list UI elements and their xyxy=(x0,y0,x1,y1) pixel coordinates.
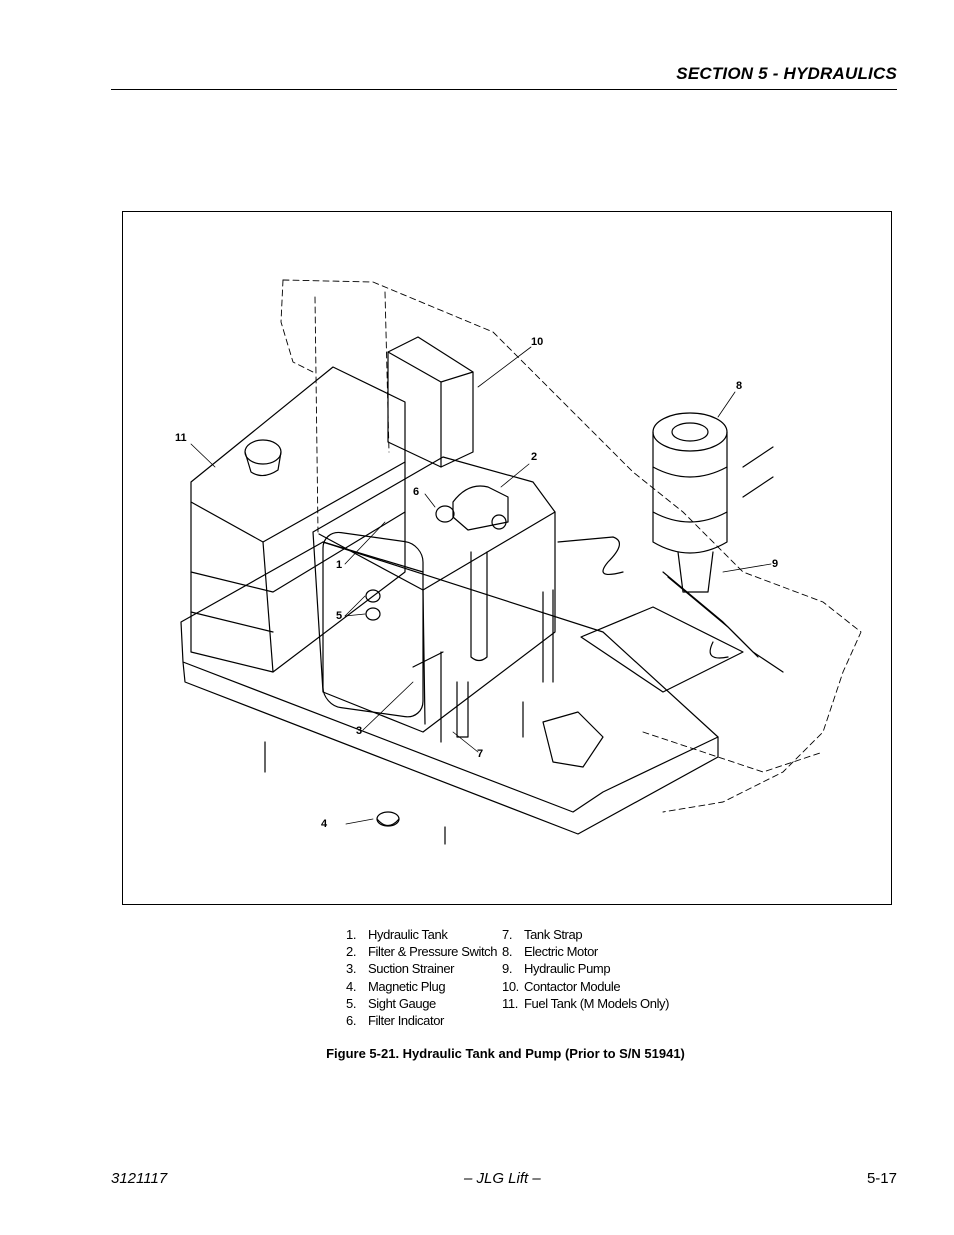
figure-caption: Figure 5-21. Hydraulic Tank and Pump (Pr… xyxy=(326,1046,685,1061)
contactor-module xyxy=(387,336,474,468)
legend-item: 9.Hydraulic Pump xyxy=(502,961,611,977)
electric-motor xyxy=(652,412,774,593)
callout-11: 11 xyxy=(175,432,187,444)
footer-page-number: 5-17 xyxy=(866,1170,897,1187)
bracket-and-fasteners xyxy=(264,606,744,845)
callout-8: 8 xyxy=(736,380,743,392)
callout-5: 5 xyxy=(336,610,343,622)
callout-3: 3 xyxy=(356,725,363,737)
hydraulic-lines xyxy=(557,536,784,673)
figure-frame: 10 8 11 2 6 1 9 5 3 7 4 xyxy=(122,211,892,905)
footer-publisher: – JLG Lift – xyxy=(464,1170,541,1187)
legend-right-column: 7.Tank Strap 8.Electric Motor 9.Hydrauli… xyxy=(502,926,669,1012)
leader-lines xyxy=(190,346,772,825)
footer-doc-number: 3121117 xyxy=(111,1170,168,1187)
callout-10: 10 xyxy=(531,336,544,348)
legend-item: 1.Hydraulic Tank xyxy=(346,927,448,942)
header-rule xyxy=(111,89,897,90)
legend-item: 11.Fuel Tank (M Models Only) xyxy=(502,995,670,1011)
legend-item: 8.Electric Motor xyxy=(502,944,598,960)
chassis-outline xyxy=(280,279,862,813)
callout-2: 2 xyxy=(531,451,538,463)
legend-item: 4.Magnetic Plug xyxy=(346,978,446,994)
callout-9: 9 xyxy=(772,558,779,570)
strainer-and-straps xyxy=(412,589,554,743)
legend-item: 6.Filter Indicator xyxy=(346,1013,444,1029)
callout-1: 1 xyxy=(336,559,343,571)
legend-item: 3.Suction Strainer xyxy=(346,961,455,977)
legend-item: 5.Sight Gauge xyxy=(346,995,436,1011)
hydraulic-tank xyxy=(312,456,556,733)
sight-gauges xyxy=(365,589,381,621)
hydraulic-assembly-illustration xyxy=(180,279,862,845)
base-plate xyxy=(180,541,719,835)
callout-7: 7 xyxy=(477,748,484,760)
legend-item: 10.Contactor Module xyxy=(502,978,621,994)
legend-left-column: 1.Hydraulic Tank 2.Filter & Pressure Swi… xyxy=(346,926,498,1029)
callout-6: 6 xyxy=(413,486,420,498)
fuel-tank xyxy=(190,366,406,673)
legend-item: 2.Filter & Pressure Switch xyxy=(346,944,498,960)
filter-head xyxy=(435,485,509,531)
callout-4: 4 xyxy=(321,818,328,830)
legend-item: 7.Tank Strap xyxy=(502,927,583,942)
section-header-title: SECTION 5 - HYDRAULICS xyxy=(676,64,897,83)
